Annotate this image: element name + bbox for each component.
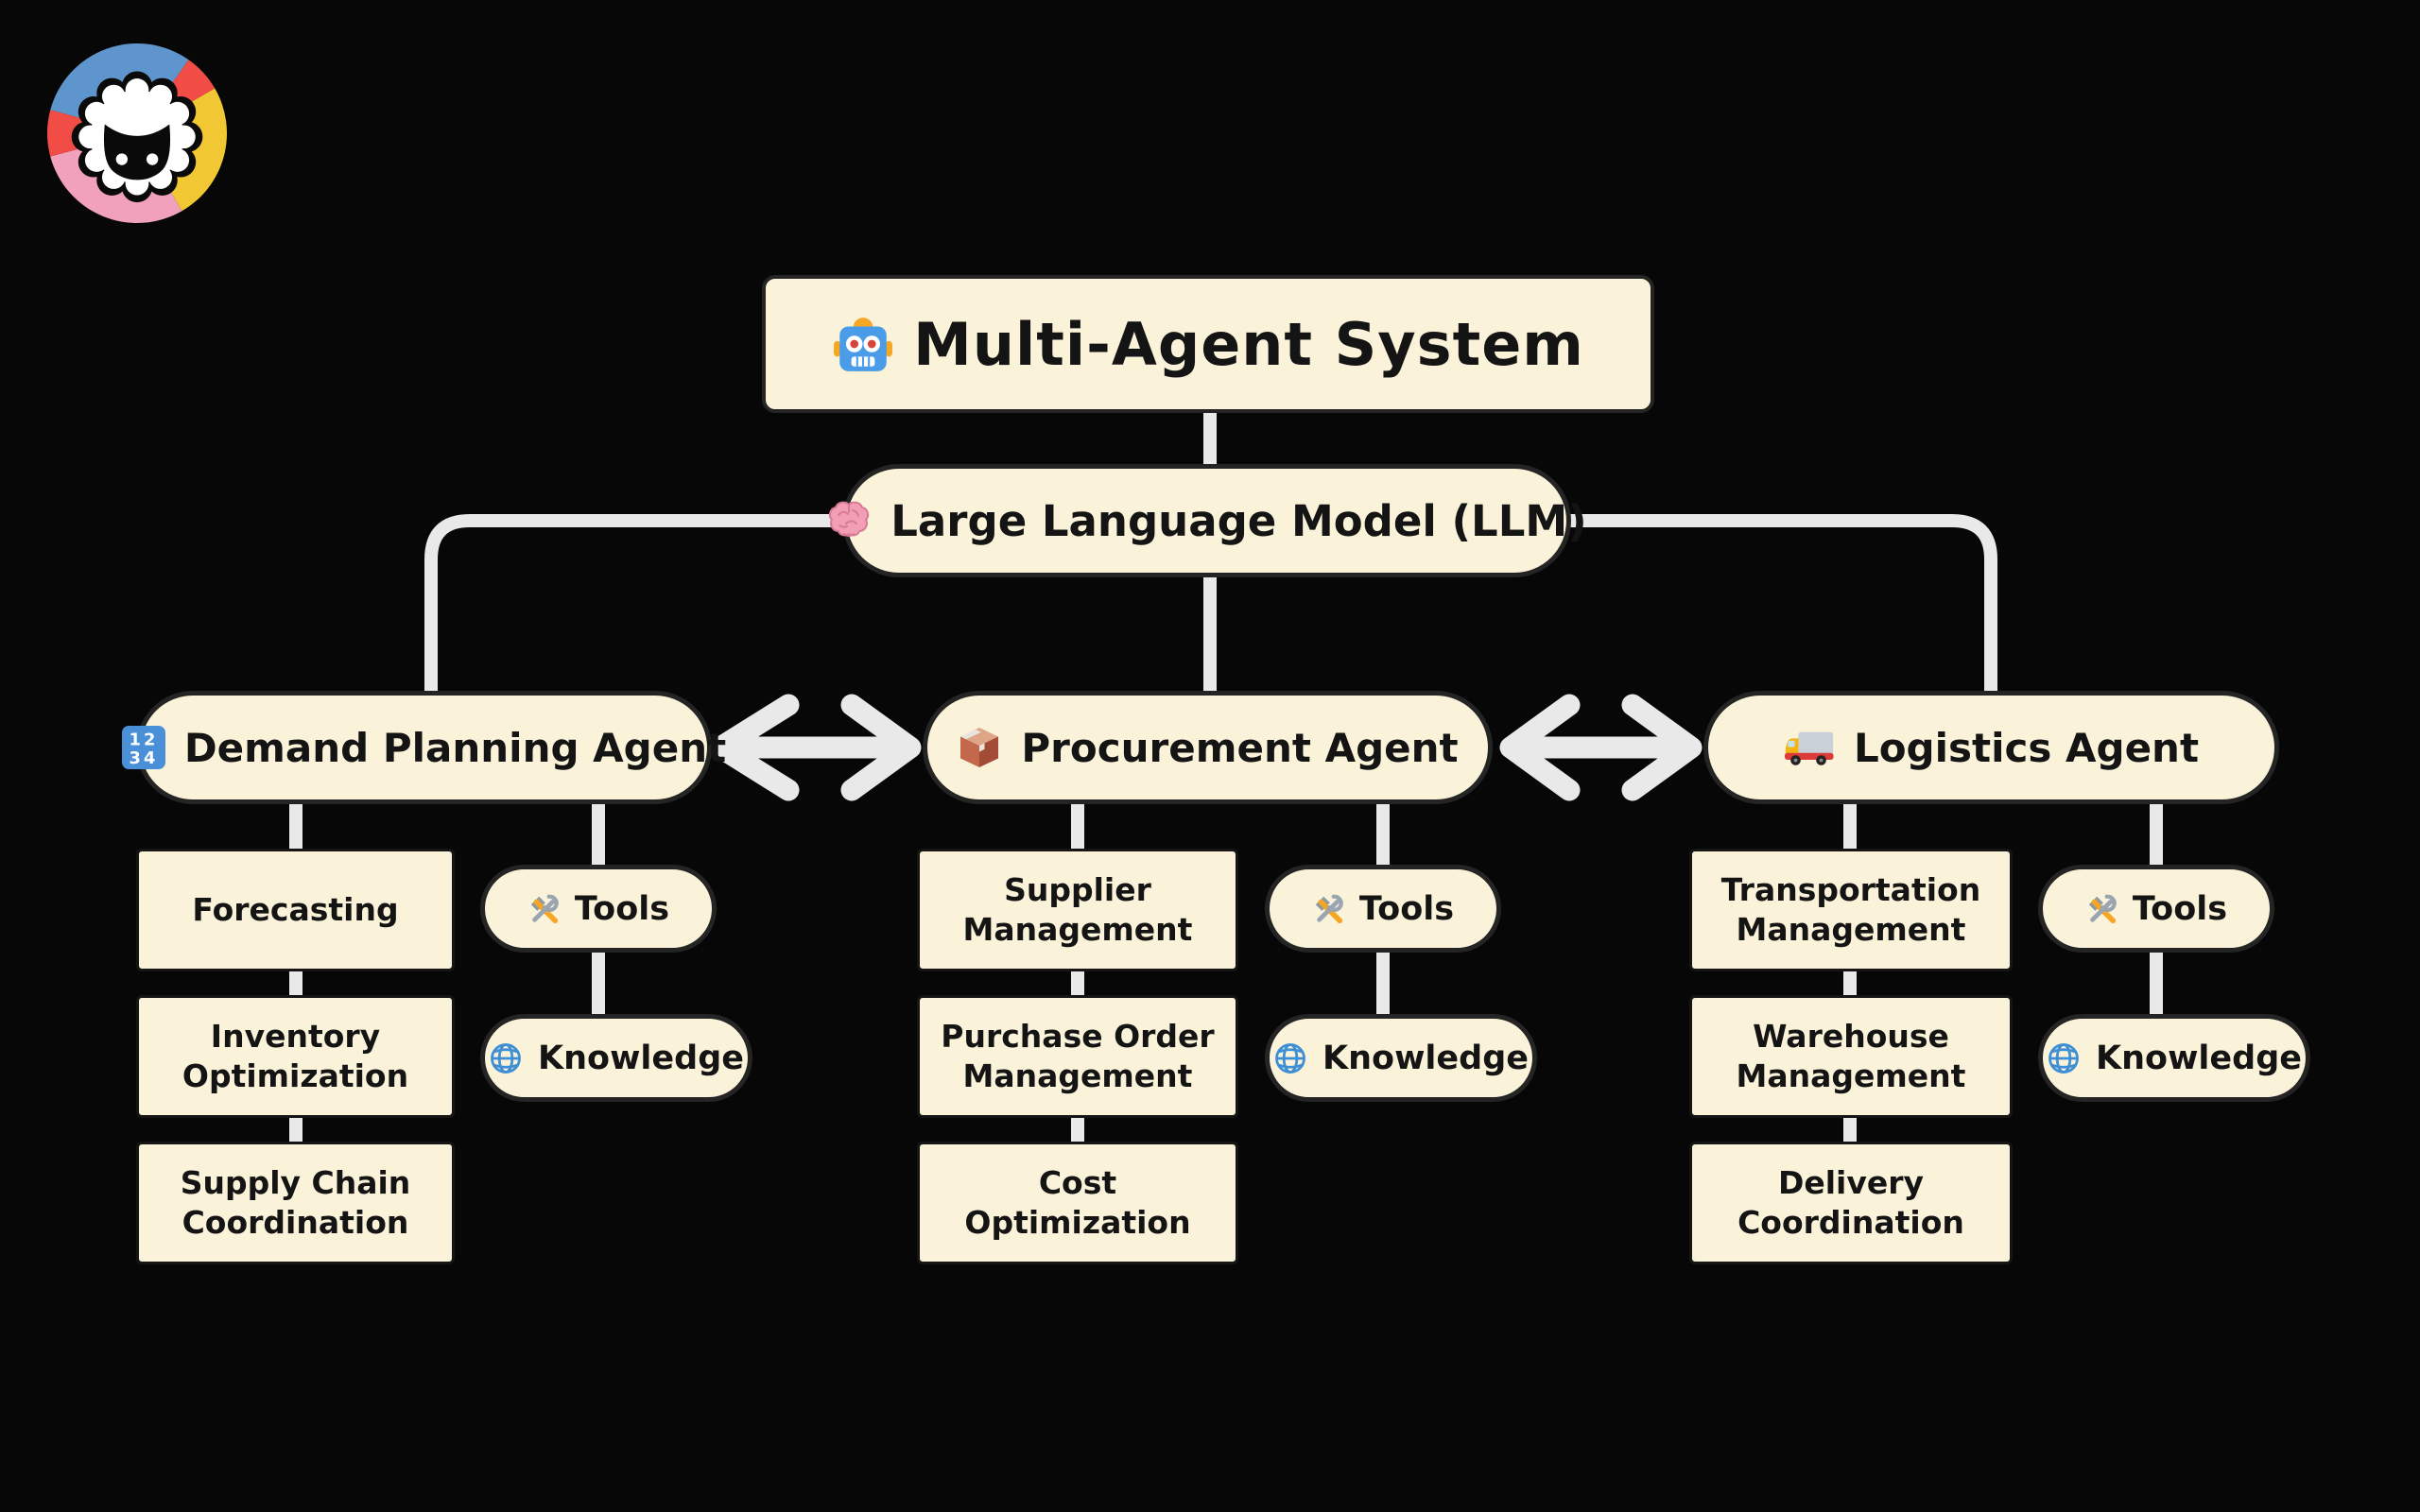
svg-text:12: 12 — [129, 730, 158, 749]
task-node-warehouse-management: Warehouse Management — [1689, 995, 2013, 1118]
task-label: Transportation Management — [1720, 870, 1981, 948]
knowledge-node-demand: Knowledge — [480, 1014, 752, 1102]
package-icon — [957, 725, 1002, 770]
task-node-cost-optimization: Cost Optimization — [917, 1142, 1238, 1264]
agent-node-label: Logistics Agent — [1853, 724, 2200, 771]
knowledge-node-procurement: Knowledge — [1265, 1014, 1537, 1102]
root-node-label: Multi-Agent System — [913, 309, 1584, 379]
tools-label: Tools — [574, 889, 670, 928]
tools-label: Tools — [2132, 889, 2228, 928]
knowledge-label: Knowledge — [1322, 1039, 1529, 1077]
task-node-delivery-coordination: Delivery Coordination — [1689, 1142, 2013, 1264]
task-node-supply-chain-coordination: Supply Chain Coordination — [136, 1142, 455, 1264]
agent-node-logistics: Logistics Agent — [1703, 691, 2279, 804]
task-node-supplier-management: Supplier Management — [917, 849, 1238, 971]
task-label: Delivery Coordination — [1737, 1163, 1964, 1241]
tools-node-demand: Tools — [480, 865, 717, 953]
task-label: Supply Chain Coordination — [180, 1163, 411, 1241]
tools-icon — [527, 893, 560, 925]
arrow-procurement-logistics — [1499, 694, 1703, 801]
agent-node-demand-planning: 12 34 Demand Planning Agent — [121, 691, 726, 804]
tools-node-logistics: Tools — [2038, 865, 2274, 953]
task-label: Cost Optimization — [964, 1163, 1191, 1241]
task-label: Inventory Optimization — [182, 1017, 409, 1094]
task-label: Purchase Order Management — [941, 1017, 1215, 1094]
input-numbers-icon: 12 34 — [121, 726, 165, 769]
task-label: Warehouse Management — [1736, 1017, 1966, 1094]
knowledge-label: Knowledge — [538, 1039, 744, 1077]
globe-icon — [2047, 1041, 2081, 1075]
svg-text:34: 34 — [129, 749, 158, 768]
llm-node: Large Language Model (LLM) — [829, 464, 1587, 577]
tools-label: Tools — [1358, 889, 1455, 928]
task-label: Forecasting — [192, 890, 399, 928]
task-node-purchase-order-management: Purchase Order Management — [917, 995, 1238, 1118]
task-node-inventory-optimization: Inventory Optimization — [136, 995, 455, 1118]
root-node-multi-agent-system: Multi-Agent System — [762, 275, 1654, 413]
agent-node-label: Demand Planning Agent — [183, 724, 727, 771]
truck-icon — [1784, 729, 1835, 766]
llm-node-label: Large Language Model (LLM) — [890, 495, 1587, 546]
globe-icon — [489, 1041, 523, 1075]
tools-icon — [2085, 893, 2118, 925]
brain-icon — [826, 498, 872, 543]
globe-icon — [1273, 1041, 1307, 1075]
task-node-transportation-management: Transportation Management — [1689, 849, 2013, 971]
knowledge-label: Knowledge — [2096, 1039, 2302, 1077]
tools-node-procurement: Tools — [1265, 865, 1501, 953]
sheep-logo — [46, 43, 227, 227]
arrow-demand-procurement — [709, 694, 922, 801]
robot-icon — [832, 313, 894, 375]
knowledge-node-logistics: Knowledge — [2038, 1014, 2310, 1102]
tools-icon — [1312, 893, 1344, 925]
task-node-forecasting: Forecasting — [136, 849, 455, 971]
agent-node-label: Procurement Agent — [1021, 724, 1459, 771]
task-label: Supplier Management — [962, 870, 1193, 948]
agent-node-procurement: Procurement Agent — [923, 691, 1493, 804]
